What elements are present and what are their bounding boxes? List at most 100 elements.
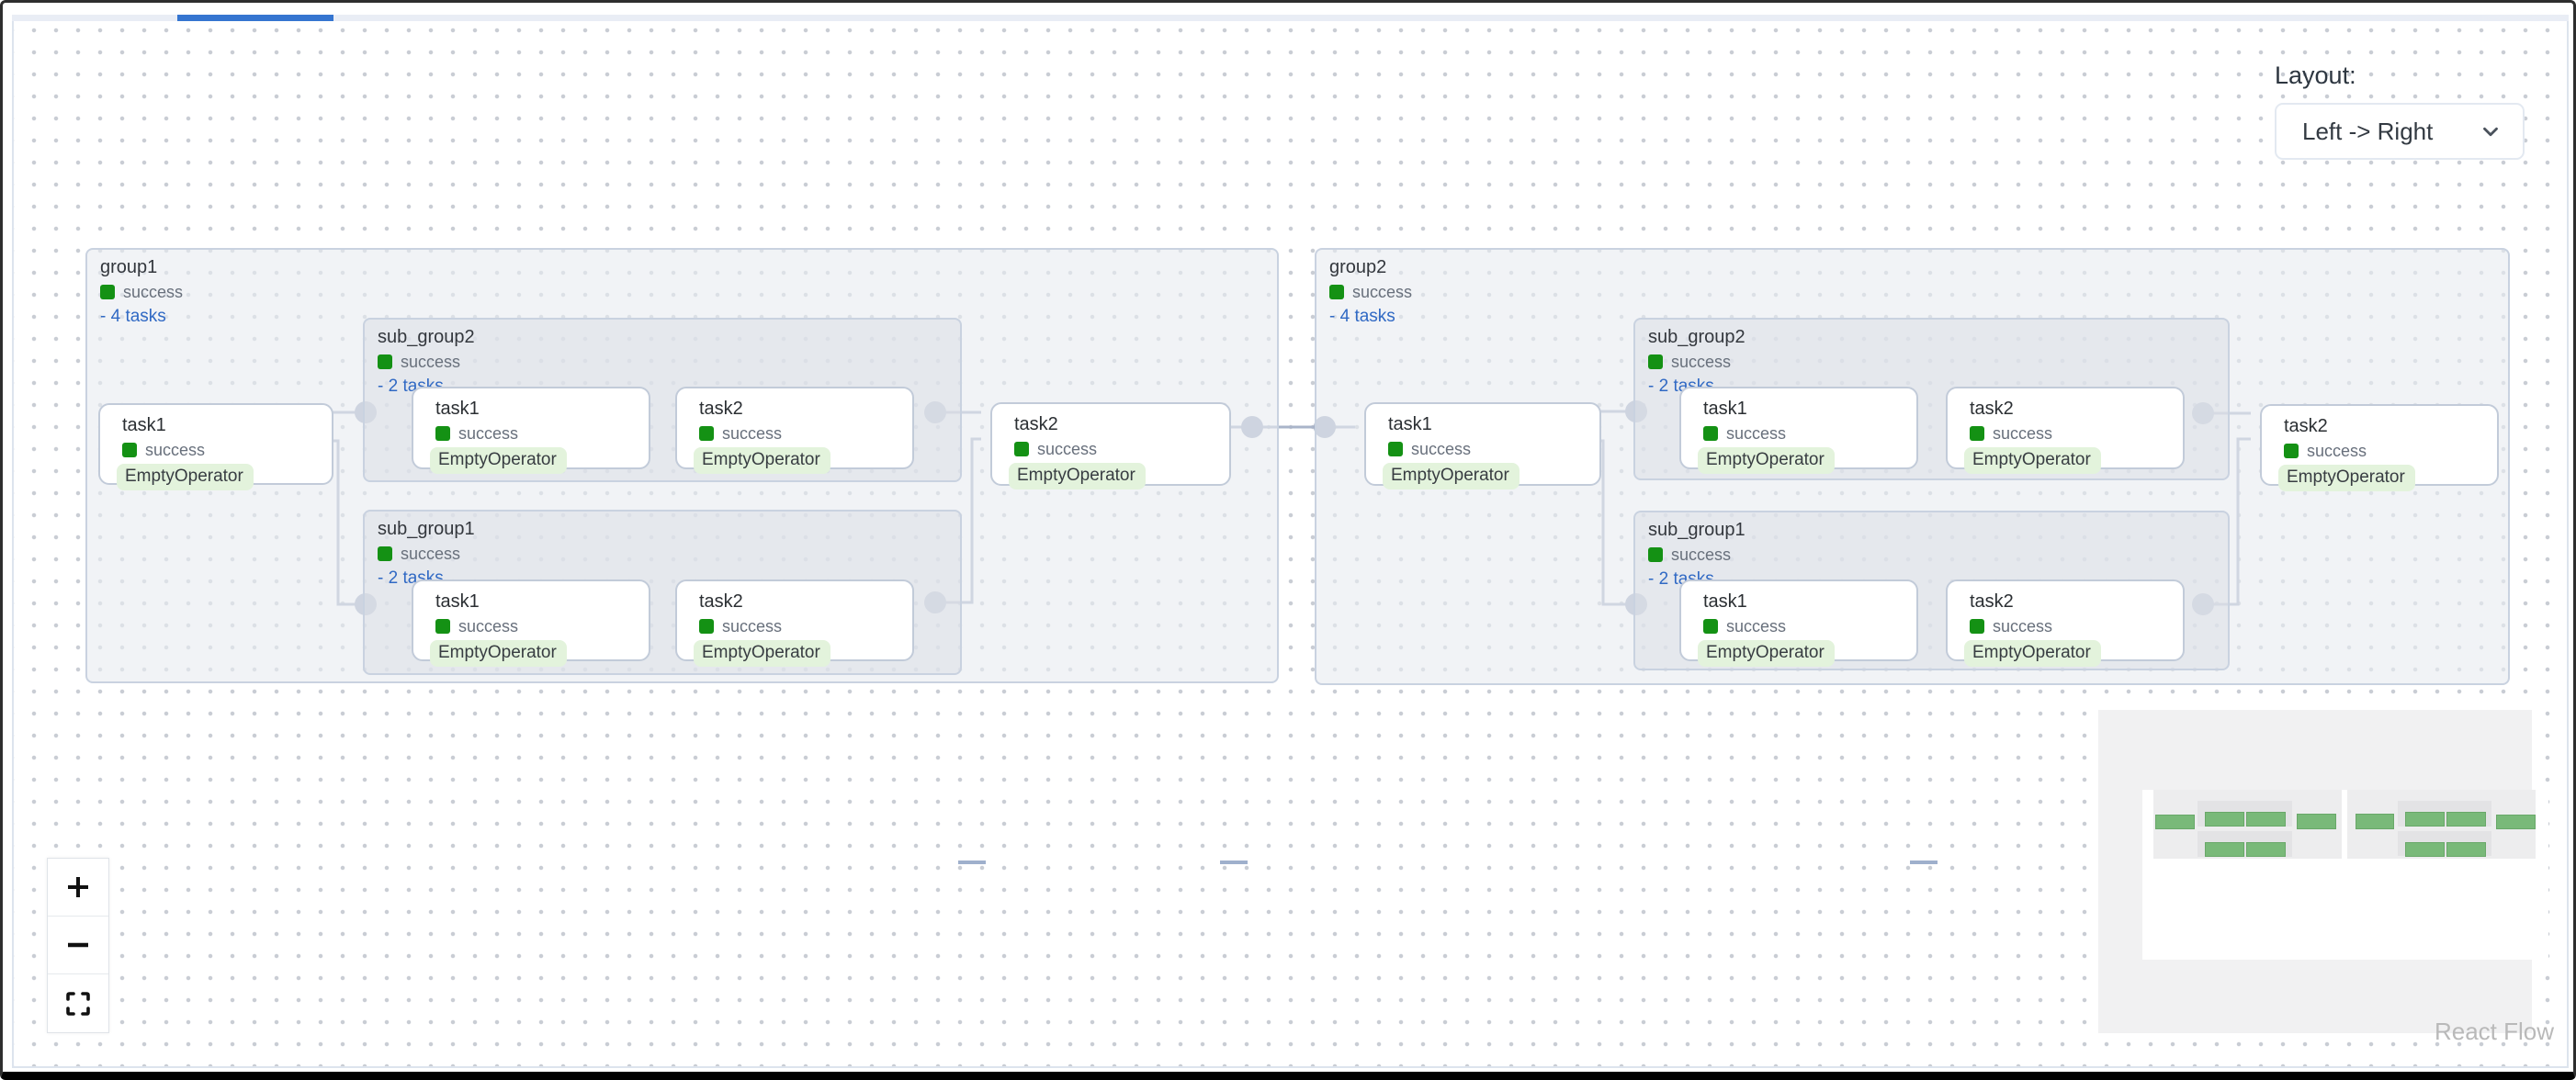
zoom-controls <box>47 858 109 1033</box>
status-success-icon <box>2284 444 2299 458</box>
status-row: success <box>1329 283 1412 301</box>
tasks-collapse-link[interactable]: - 4 tasks <box>1329 307 1395 326</box>
operator-badge: EmptyOperator <box>1698 640 1835 667</box>
status-label: success <box>458 617 519 636</box>
task-label: task2 <box>1970 591 2014 612</box>
status-label: success <box>1993 424 2053 443</box>
plus-icon <box>68 877 88 897</box>
status-success-icon <box>1970 426 1984 441</box>
layout-panel: Layout: Left -> Right <box>2275 62 2525 160</box>
status-success-icon <box>699 426 714 441</box>
layout-label: Layout: <box>2275 62 2356 89</box>
status-success-icon <box>699 619 714 634</box>
status-success-icon <box>1648 547 1663 562</box>
status-success-icon <box>122 443 137 457</box>
reactflow-attribution: React Flow <box>2434 1018 2554 1045</box>
task-label: task2 <box>1970 399 2014 419</box>
status-label: success <box>401 545 461 563</box>
minimap-task <box>2446 811 2487 827</box>
minimap-task <box>2246 811 2287 827</box>
status-success-icon <box>100 285 115 299</box>
status-success-icon <box>378 546 392 561</box>
operator-badge: EmptyOperator <box>1009 463 1146 489</box>
operator-badge: EmptyOperator <box>430 447 567 474</box>
group-label: sub_group2 <box>378 327 475 347</box>
group-label: sub_group2 <box>1648 327 1746 347</box>
chevron-down-icon <box>2483 127 2498 137</box>
status-row: success <box>435 617 649 636</box>
status-success-icon <box>1329 285 1344 299</box>
status-success-icon <box>1970 619 1984 634</box>
fit-view-button[interactable] <box>48 974 108 1032</box>
operator-badge: EmptyOperator <box>1698 447 1835 474</box>
status-success-icon <box>435 619 450 634</box>
task-label: task2 <box>1014 414 1058 434</box>
minimap-task <box>2296 814 2336 829</box>
group-label: group2 <box>1329 257 1387 277</box>
status-row: success <box>378 545 475 563</box>
horizontal-scrollbar-track[interactable] <box>12 15 2569 21</box>
status-row: success <box>1703 617 1916 636</box>
minimap-task <box>2496 814 2536 829</box>
minimap-task <box>2205 841 2245 857</box>
status-success-icon <box>1648 354 1663 369</box>
zoom-out-button[interactable] <box>48 917 108 974</box>
status-row: success <box>2284 442 2497 460</box>
status-label: success <box>123 283 184 301</box>
status-row: success <box>699 617 912 636</box>
layout-direction-select[interactable]: Left -> Right <box>2275 103 2525 160</box>
group-label: group1 <box>100 257 158 277</box>
group-label: sub_group1 <box>1648 520 1746 540</box>
task-label: task1 <box>1388 414 1432 434</box>
status-label: success <box>2307 442 2367 460</box>
minimap-task <box>2155 814 2195 829</box>
status-row: success <box>1014 440 1229 458</box>
operator-badge: EmptyOperator <box>430 640 567 667</box>
minimap-task <box>2355 814 2395 829</box>
horizontal-scrollbar-thumb[interactable] <box>177 15 333 21</box>
status-row: success <box>435 424 649 443</box>
layout-selected-value: Left -> Right <box>2302 117 2434 145</box>
task-label: task2 <box>699 591 743 612</box>
operator-badge: EmptyOperator <box>694 447 830 474</box>
task-label: task1 <box>1703 399 1747 419</box>
status-row: success <box>1648 353 1746 371</box>
status-label: success <box>1726 617 1787 636</box>
task-label: task1 <box>1703 591 1747 612</box>
group-header: group2 success - 4 tasks <box>1329 255 1412 327</box>
status-label: success <box>722 617 783 636</box>
tasks-collapse-link[interactable]: - 4 tasks <box>100 307 166 326</box>
minimap-task <box>2404 841 2445 857</box>
status-success-icon <box>435 426 450 441</box>
status-label: success <box>145 441 206 459</box>
operator-badge: EmptyOperator <box>1964 640 2101 667</box>
zoom-in-button[interactable] <box>48 859 108 917</box>
minimap-task <box>2404 811 2445 827</box>
status-row: success <box>100 283 183 301</box>
minimap[interactable] <box>2098 710 2548 1033</box>
minimap-task <box>2246 841 2287 857</box>
minus-icon <box>68 942 88 948</box>
status-row: success <box>1703 424 1916 443</box>
status-row: success <box>699 424 912 443</box>
task-label: task1 <box>435 399 480 419</box>
status-row: success <box>378 353 475 371</box>
minimap-task <box>2446 841 2487 857</box>
status-label: success <box>1411 440 1472 458</box>
status-row: success <box>1648 546 1746 564</box>
